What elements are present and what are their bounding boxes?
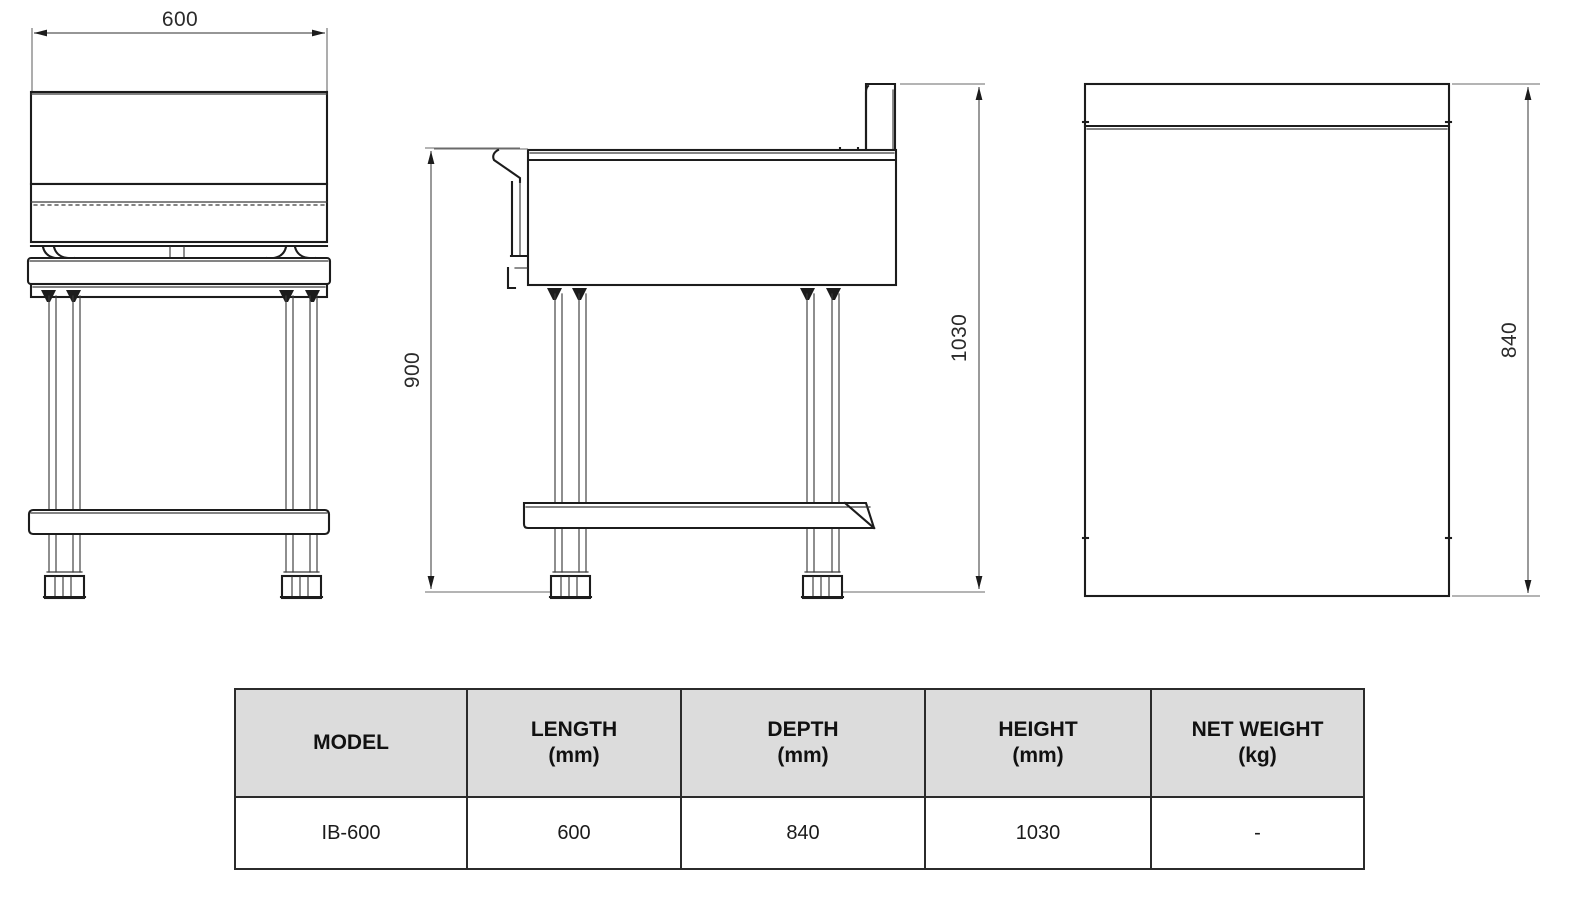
- dim-value-side-overall-height: 1030: [948, 314, 971, 362]
- side-front-edge-profile: [434, 148, 529, 290]
- side-adjustable-feet: [548, 571, 845, 600]
- cell-length: 600: [466, 796, 682, 870]
- column-header-depth-line2: (mm): [777, 744, 829, 767]
- drawing-views-area: 600 900 1030 840: [26, 8, 1540, 600]
- column-header-net-weight: NET WEIGHT (kg): [1150, 688, 1365, 798]
- column-header-length: LENGTH (mm): [466, 688, 682, 798]
- dim-value-side-work-height: 900: [401, 352, 424, 388]
- table-body: IB-600 600 840 1030 -: [234, 796, 1365, 870]
- side-splashback: [838, 82, 897, 162]
- side-lower-shelf: [522, 501, 876, 530]
- front-adjustable-feet: [42, 571, 324, 600]
- column-header-height-line1: HEIGHT: [998, 717, 1078, 741]
- dimension-plan-depth: [1452, 83, 1540, 597]
- side-legs: [547, 288, 841, 573]
- column-header-height-line2: (mm): [1012, 744, 1064, 767]
- cell-height: 1030: [924, 796, 1152, 870]
- dim-value-plan-depth: 840: [1498, 322, 1521, 358]
- side-body-outline: [526, 148, 898, 287]
- column-header-height: HEIGHT (mm): [924, 688, 1152, 798]
- dim-value-front-width: 600: [162, 8, 198, 31]
- front-body-outline: [29, 90, 329, 244]
- specification-table-wrapper: MODEL LENGTH (mm) DEPTH (mm) HEIGHT (mm): [234, 688, 1365, 870]
- plan-view: [1081, 82, 1540, 598]
- column-header-length-line1: LENGTH: [530, 717, 618, 741]
- cell-depth: 840: [680, 796, 926, 870]
- front-apron-band: [26, 256, 332, 286]
- table-header: MODEL LENGTH (mm) DEPTH (mm) HEIGHT (mm): [234, 688, 1365, 798]
- cell-model: IB-600: [234, 796, 468, 870]
- dimension-front-width: [31, 28, 328, 96]
- column-header-depth-line1: DEPTH: [767, 717, 839, 741]
- column-header-net-weight-line2: (kg): [1238, 744, 1277, 767]
- column-header-net-weight-line1: NET WEIGHT: [1191, 717, 1324, 741]
- front-lower-shelf: [27, 508, 331, 536]
- side-elevation-view: [425, 82, 985, 600]
- technical-drawing-svg: 600 900 1030 840: [26, 8, 1540, 600]
- table-header-row: MODEL LENGTH (mm) DEPTH (mm) HEIGHT (mm): [234, 688, 1365, 798]
- dimension-side-overall-height: [840, 83, 985, 593]
- front-underframe-rail: [29, 282, 329, 299]
- column-header-model-line1: MODEL: [313, 730, 389, 754]
- cell-net-weight: -: [1150, 796, 1365, 870]
- column-header-length-line2: (mm): [548, 744, 600, 767]
- dimension-side-work-height: [425, 147, 570, 593]
- column-header-depth: DEPTH (mm): [680, 688, 926, 798]
- column-header-model: MODEL: [234, 688, 468, 798]
- front-elevation-view: [26, 28, 332, 600]
- table-row: IB-600 600 840 1030 -: [234, 796, 1365, 870]
- specification-table: MODEL LENGTH (mm) DEPTH (mm) HEIGHT (mm): [234, 688, 1365, 870]
